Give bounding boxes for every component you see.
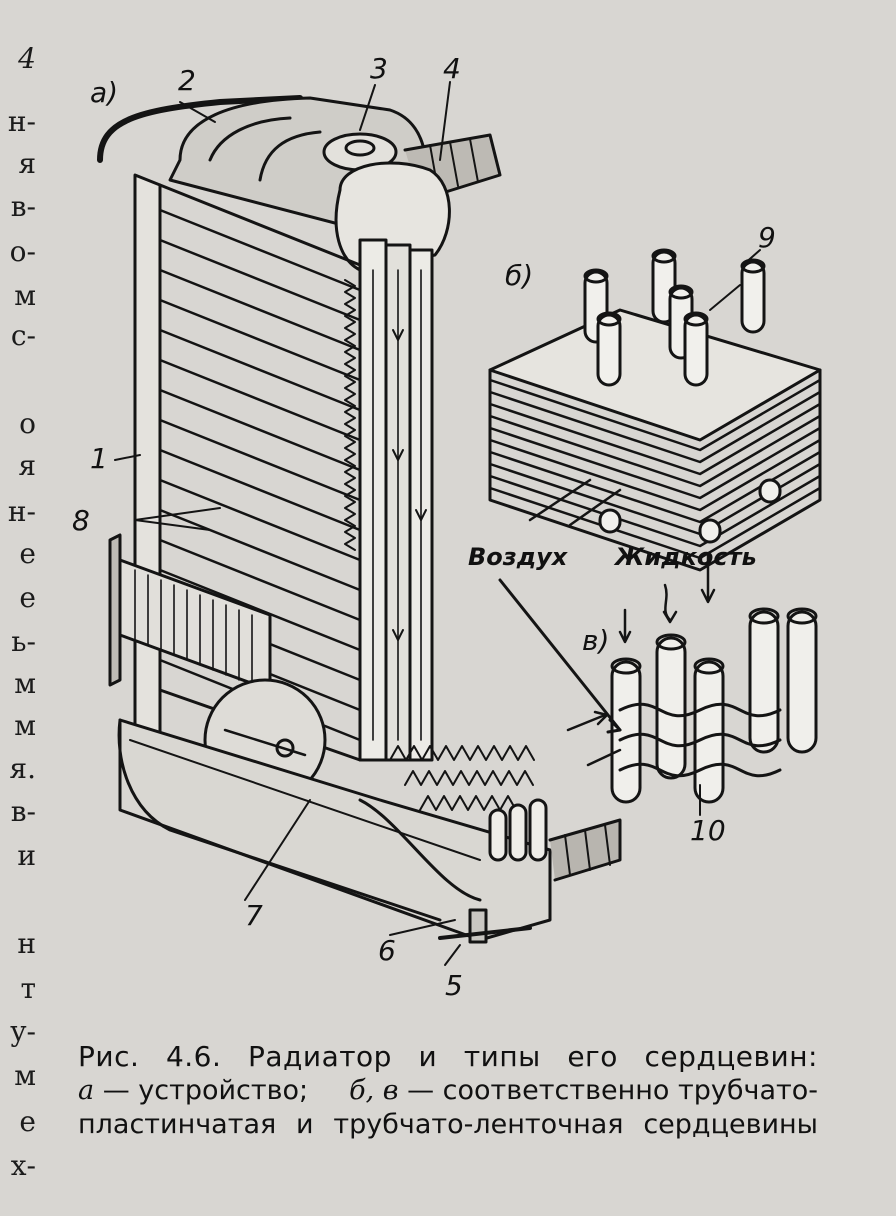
margin-text-fragment: и bbox=[17, 839, 36, 872]
label-subfigure-b: б) bbox=[505, 259, 533, 292]
caption-letters-b-v: б, в bbox=[349, 1075, 399, 1106]
label-7: 7 bbox=[245, 899, 263, 932]
caption-word: и bbox=[296, 1109, 314, 1140]
caption-word: его bbox=[567, 1040, 618, 1073]
radiator-figure: а) 2 3 4 1 8 7 6 5 б) 9 в) 10 Воздух Жид… bbox=[72, 52, 822, 1002]
label-10: 10 bbox=[690, 814, 726, 847]
margin-text-fragment: н- bbox=[7, 495, 36, 528]
label-subfigure-v: в) bbox=[582, 624, 609, 657]
caption-word: типы bbox=[463, 1040, 541, 1073]
margin-text-fragment: ь- bbox=[11, 625, 36, 658]
margin-text-fragment: н- bbox=[7, 105, 36, 138]
margin-text-fragment: е bbox=[19, 537, 36, 570]
caption-respectively: — соответственно трубчато- bbox=[407, 1075, 818, 1106]
margin-text-fragment: о bbox=[19, 407, 36, 440]
caption-word: трубчато-ленточная bbox=[333, 1109, 624, 1140]
margin-text-fragment: 4 bbox=[18, 42, 36, 75]
caption-word: пластинчатая bbox=[78, 1109, 277, 1140]
margin-text-fragment: у- bbox=[10, 1015, 36, 1048]
margin-text-fragment: я. bbox=[9, 752, 36, 785]
margin-text-fragment: х- bbox=[10, 1149, 36, 1182]
label-subfigure-a: а) bbox=[90, 76, 118, 109]
caption-word: сердцевин: bbox=[644, 1040, 818, 1073]
tube-band-core-drawing bbox=[498, 553, 818, 804]
margin-text-fragment: о- bbox=[9, 235, 36, 268]
caption-word: 4.6. bbox=[165, 1040, 222, 1073]
caption-line-2: а — устройство; б, в — соответственно тр… bbox=[78, 1074, 818, 1108]
margin-text-fragment: е bbox=[19, 1105, 36, 1138]
caption-word: и bbox=[418, 1040, 438, 1073]
caption-line-3: пластинчатая и трубчато-ленточная сердцевин… bbox=[78, 1108, 818, 1142]
caption-word: Радиатор bbox=[247, 1040, 392, 1073]
label-3: 3 bbox=[370, 52, 388, 85]
caption-word: Рис. bbox=[78, 1040, 140, 1073]
caption-letter-a: а bbox=[78, 1075, 95, 1106]
margin-text-fragment: е bbox=[19, 581, 36, 614]
caption-device: — устройство; bbox=[102, 1075, 309, 1106]
caption-word: сердцевины bbox=[643, 1109, 818, 1140]
margin-text-fragment: м bbox=[14, 667, 36, 700]
margin-text-fragment: м bbox=[14, 709, 36, 742]
margin-text-fragment: я bbox=[18, 449, 36, 482]
margin-text-fragment: в- bbox=[10, 190, 36, 223]
margin-text-fragment: н bbox=[17, 927, 36, 960]
label-4: 4 bbox=[443, 52, 461, 85]
margin-text-fragment: м bbox=[14, 279, 36, 312]
margin-text-fragment: в- bbox=[10, 795, 36, 828]
label-5: 5 bbox=[445, 969, 463, 1002]
margin-text-fragment: с- bbox=[10, 319, 36, 352]
radiator-device-drawing bbox=[97, 95, 622, 944]
label-2: 2 bbox=[178, 64, 196, 97]
label-1: 1 bbox=[90, 442, 108, 475]
tube-plate-core-drawing bbox=[488, 248, 822, 572]
label-air: Воздух bbox=[468, 543, 569, 571]
margin-text-fragment: т bbox=[20, 972, 37, 1005]
margin-text-fragment: я bbox=[18, 147, 36, 180]
label-liquid: Жидкость bbox=[613, 543, 757, 571]
label-8: 8 bbox=[72, 504, 90, 537]
label-6: 6 bbox=[378, 934, 396, 967]
label-9: 9 bbox=[758, 221, 776, 254]
margin-text-fragment: м bbox=[14, 1059, 36, 1092]
